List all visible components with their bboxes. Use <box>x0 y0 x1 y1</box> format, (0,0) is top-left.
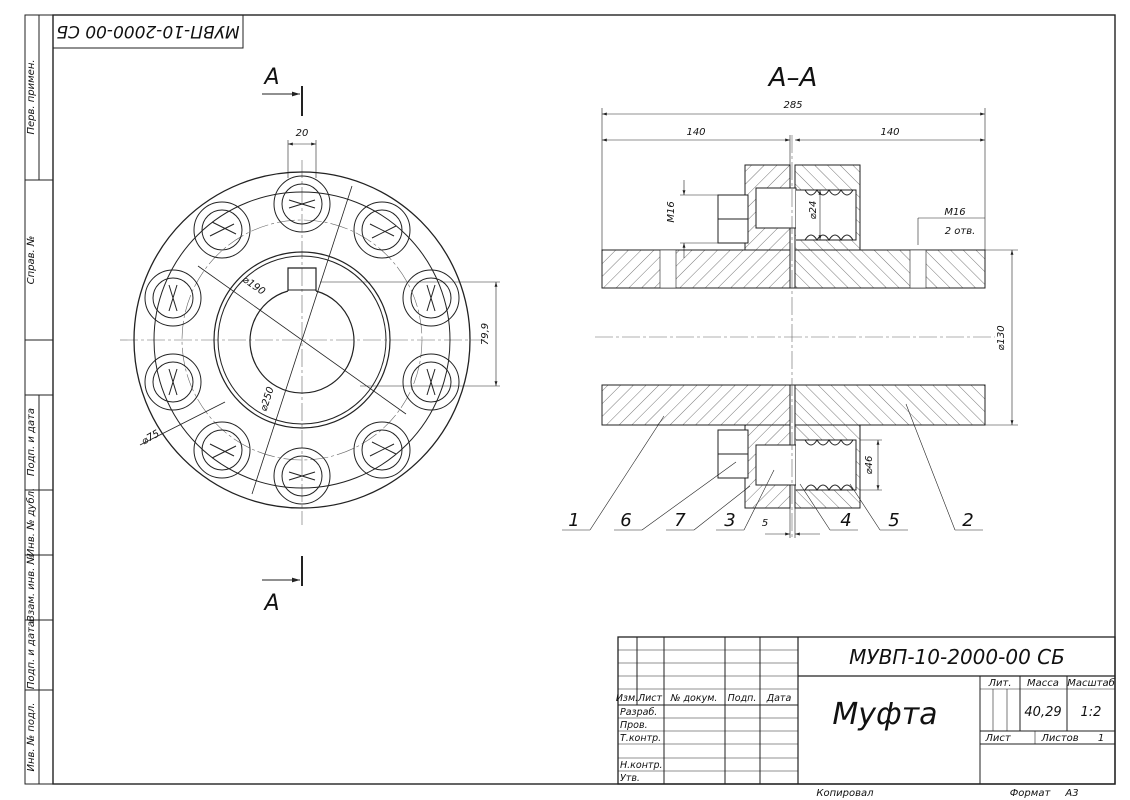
section-mark-top: А <box>262 65 279 90</box>
tb-col-date: Дата <box>766 693 792 704</box>
section-title: А–А <box>767 63 818 93</box>
tb-sheets-count: 1 <box>1098 733 1104 744</box>
rotated-designation: МУВП-10-2000-00 СБ <box>56 21 239 41</box>
margin-label-1: Перв. примен. <box>26 59 37 134</box>
tb-col-doc: № докум. <box>670 693 718 704</box>
dim-tap: М16 <box>944 207 965 218</box>
margin-label-3: Подп. и дата <box>26 408 37 476</box>
tb-mass-value: 40,29 <box>1024 705 1061 720</box>
margin-label-5: Взам. инв. № <box>26 554 37 622</box>
dim-d75: ⌀75 <box>140 428 162 447</box>
tb-mass-label: Масса <box>1027 678 1059 689</box>
margin-label-6: Подп. и дата <box>26 621 37 689</box>
footer: Копировал Формат А3 <box>816 788 1078 799</box>
tb-scale-value: 1:2 <box>1081 705 1102 720</box>
tb-row-razrab: Разраб. <box>620 707 657 718</box>
tb-row-tkontr: Т.контр. <box>620 733 661 744</box>
dim-key-depth: 79,9 <box>480 323 491 345</box>
margin-labels: Перв. примен. Справ. № Подп. и дата Инв.… <box>25 59 37 771</box>
tb-row-nkontr: Н.контр. <box>620 760 663 771</box>
dim-bore: ⌀130 <box>996 325 1007 350</box>
bolt-holes <box>144 175 460 505</box>
dim-d250: ⌀250 <box>259 386 277 413</box>
leader-2: 2 <box>962 510 973 531</box>
margin-label-4: Инв. № дубл. <box>25 488 37 556</box>
tb-col-izm: Изм. <box>616 693 638 704</box>
tb-scale-label: Масштаб <box>1067 677 1115 689</box>
leader-3: 3 <box>724 510 735 531</box>
leader-5: 5 <box>888 510 899 531</box>
tb-row-prov: Пров. <box>620 720 648 731</box>
tb-lit-label: Лит. <box>987 678 1011 689</box>
margin-label-2: Справ. № <box>26 236 37 285</box>
section-view-labels: А–А 285 140 140 М16 ⌀24 М16 2 отв. ⌀130 … <box>568 63 1007 531</box>
tb-sheet-label: Лист <box>984 733 1012 744</box>
section-view <box>562 108 1018 540</box>
dim-gap: 5 <box>762 518 768 529</box>
dim-overall: 285 <box>783 100 802 111</box>
margin-label-7: Инв. № подл. <box>26 703 37 772</box>
dim-pin: ⌀24 <box>808 201 819 220</box>
dim-right: 140 <box>880 127 899 138</box>
leader-7: 7 <box>674 510 686 531</box>
dim-bolt: М16 <box>666 201 677 222</box>
leader-1: 1 <box>568 510 579 531</box>
dim-left: 140 <box>686 127 705 138</box>
front-view-labels: А А 20 ⌀190 ⌀250 ⌀75 79,9 <box>140 65 491 616</box>
tb-name: Муфта <box>832 697 937 732</box>
tb-sheets-label: Листов <box>1040 733 1078 744</box>
title-block <box>617 636 1116 785</box>
leader-6: 6 <box>620 510 631 531</box>
tb-col-sign: Подп. <box>728 693 757 704</box>
front-view <box>120 86 500 586</box>
title-block-text: МУВП-10-2000-00 СБ Муфта Изм. Лист № док… <box>616 645 1115 784</box>
tb-col-list: Лист <box>637 693 663 704</box>
footer-copied: Копировал <box>816 788 874 799</box>
leader-4: 4 <box>840 510 851 531</box>
footer-format-label: Формат <box>1010 788 1052 799</box>
tb-row-utv: Утв. <box>620 773 640 784</box>
dim-d190: ⌀190 <box>240 274 267 297</box>
footer-format: А3 <box>1064 788 1078 799</box>
dim-keyway-width: 20 <box>296 128 309 139</box>
dim-sleeve: ⌀46 <box>864 456 875 475</box>
dim-tap-count: 2 отв. <box>945 226 976 237</box>
frame <box>24 14 1116 785</box>
tb-designation: МУВП-10-2000-00 СБ <box>849 645 1065 669</box>
section-mark-bottom: А <box>262 591 279 616</box>
